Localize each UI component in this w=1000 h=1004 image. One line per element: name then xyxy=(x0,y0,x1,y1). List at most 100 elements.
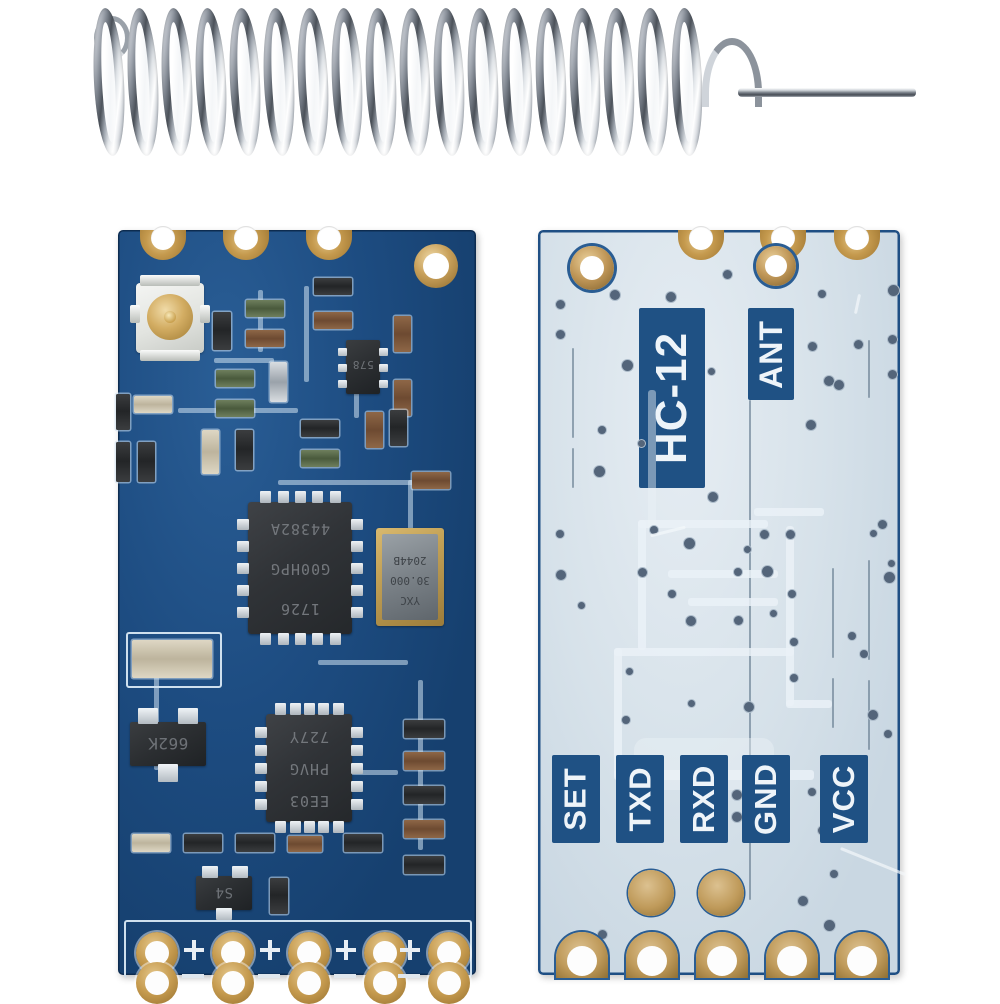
antenna-coil-shadow xyxy=(332,141,362,175)
crystal-marking-line-2: 30.000 xyxy=(376,574,444,587)
via xyxy=(610,290,620,300)
via xyxy=(594,466,605,477)
pcb-trace xyxy=(688,598,778,606)
smd-capacitor xyxy=(202,430,219,474)
pin-label-txd-text: TXD xyxy=(622,767,658,832)
via xyxy=(723,270,732,279)
ic-lead xyxy=(255,745,267,756)
antenna-coil xyxy=(669,7,705,156)
ic-lead xyxy=(351,563,363,574)
ic-lead xyxy=(330,491,341,503)
ic-lead xyxy=(260,491,271,503)
ic-lead xyxy=(290,821,301,833)
via xyxy=(668,590,676,598)
smd-resistor xyxy=(404,856,444,874)
via xyxy=(808,342,817,351)
via xyxy=(638,440,645,447)
ldo-regulator: 662K xyxy=(130,722,206,766)
via xyxy=(888,370,897,379)
ic-lead xyxy=(351,745,363,756)
antenna-coil-shadow xyxy=(638,141,668,175)
via xyxy=(556,300,565,309)
via xyxy=(578,602,585,609)
smd-resistor xyxy=(213,312,231,350)
antenna-coil xyxy=(431,7,467,156)
antenna-coil-shadow xyxy=(366,141,396,175)
pcb-trace xyxy=(638,520,646,650)
via xyxy=(556,330,565,339)
via xyxy=(798,896,808,906)
bottom-pad-ring xyxy=(626,932,678,978)
antenna-coil-shadow xyxy=(196,141,226,175)
smd-capacitor xyxy=(404,752,444,770)
via xyxy=(666,292,676,302)
bottom-pad-ring xyxy=(766,932,818,978)
bottom-pad-bore xyxy=(707,946,737,976)
spring-antenna xyxy=(90,0,920,175)
pcb-trace xyxy=(754,508,824,516)
antenna-coil-shadow xyxy=(570,141,600,175)
antenna-coil xyxy=(533,7,569,156)
ldo-regulator-marking: 662K xyxy=(130,734,206,753)
via xyxy=(686,616,696,626)
ic-lead xyxy=(318,703,329,715)
antenna-coil-shadow xyxy=(604,141,634,175)
smd-capacitor xyxy=(288,836,322,852)
ic-lead xyxy=(351,763,363,774)
ic-lead xyxy=(351,799,363,810)
crystal-oscillator: YXC 30.000 2044B xyxy=(376,528,444,626)
ic-lead xyxy=(330,633,341,645)
via xyxy=(824,920,835,931)
via xyxy=(824,376,834,386)
ic-lead xyxy=(255,763,267,774)
via xyxy=(888,335,897,344)
ic-lead xyxy=(278,633,289,645)
smd-capacitor xyxy=(216,400,254,417)
ic-lead xyxy=(351,781,363,792)
via xyxy=(786,530,795,539)
pcb-back: HC-12 ANT xyxy=(538,230,900,975)
via xyxy=(860,650,868,658)
pin-label-rxd-text: RXD xyxy=(686,765,722,833)
bottom-pad-ring xyxy=(836,932,888,978)
bottom-pad-bore xyxy=(847,946,877,976)
via xyxy=(848,632,856,640)
castellation-top-1 xyxy=(678,230,724,260)
smd-capacitor xyxy=(216,370,254,387)
antenna-coil-shadow xyxy=(298,141,328,175)
antenna-coil xyxy=(397,7,434,156)
bottom-pad-3 xyxy=(284,932,334,1004)
mcu-ic-marking-line-1: EE03 xyxy=(266,792,352,810)
pcb-split-line xyxy=(868,560,870,660)
ic-lead xyxy=(255,727,267,738)
antenna-coil xyxy=(226,7,263,156)
pin-label-gnd: GND xyxy=(742,755,790,843)
via xyxy=(734,568,742,576)
via xyxy=(878,520,887,529)
pcb-trace xyxy=(614,648,794,656)
silk-dash-mark xyxy=(182,974,204,978)
via xyxy=(556,570,566,580)
bottom-pad-3 xyxy=(696,932,748,976)
via xyxy=(622,716,630,724)
smd-capacitor xyxy=(412,472,450,489)
via xyxy=(868,710,878,720)
bottom-pad-bore xyxy=(567,946,597,976)
antenna-coil-shadow xyxy=(264,141,294,175)
bottom-pad-bore xyxy=(777,946,807,976)
ic-lead xyxy=(275,703,286,715)
silk-plus-mark xyxy=(184,948,204,952)
pcb-split-line xyxy=(572,448,574,488)
mounting-hole-back-right xyxy=(756,246,796,286)
crystal-marking-line-1: YXC xyxy=(376,594,444,607)
bottom-pad-ring xyxy=(556,932,608,978)
via xyxy=(830,870,838,878)
pcb-trace xyxy=(304,286,309,382)
via xyxy=(818,290,826,298)
surface-mark xyxy=(854,294,861,314)
antenna-coil-shadow xyxy=(94,141,124,175)
via xyxy=(790,638,798,646)
via xyxy=(638,568,647,577)
smd-capacitor xyxy=(394,316,411,352)
via xyxy=(684,538,695,549)
